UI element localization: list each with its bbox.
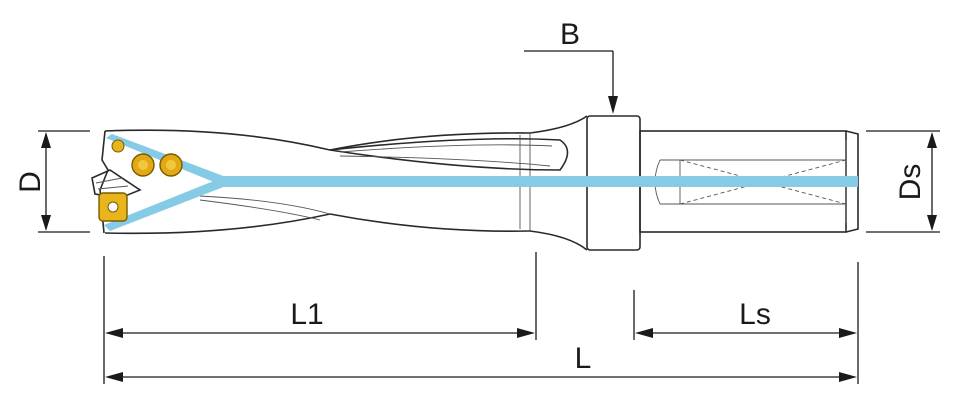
drill-tool [91,115,859,251]
dimension-label-Ls: Ls [739,298,771,331]
coolant-channels [104,134,858,231]
dimension-D: D [14,130,90,233]
arrow-icon [517,328,535,338]
coolant-channel-main [218,176,858,187]
small-screw-icon [111,139,125,153]
coolant-channel-lower [104,176,226,231]
arrow-icon [608,96,618,114]
dimension-label-D: D [14,171,47,193]
insert-pocket [98,139,183,222]
dimension-B: B [524,18,618,114]
arrow-icon [105,328,123,338]
arrow-icon [635,328,653,338]
arrow-icon [927,215,937,231]
dimension-label-L1: L1 [290,298,323,331]
arrow-icon [927,132,937,148]
arrow-icon [839,328,857,338]
dimension-Ls: Ls [633,262,859,384]
dimension-Ds: Ds [866,130,940,233]
arrow-icon [839,372,857,382]
arrow-icon [41,132,51,148]
dimension-L: L [105,342,857,382]
arrow-icon [105,372,123,382]
fluted-body [104,129,569,235]
arrow-icon [41,215,51,231]
dimension-label-B: B [560,18,580,51]
dimension-label-L: L [575,342,592,375]
dimension-L1: L1 [103,252,537,384]
dimension-label-Ds: Ds [894,164,927,201]
